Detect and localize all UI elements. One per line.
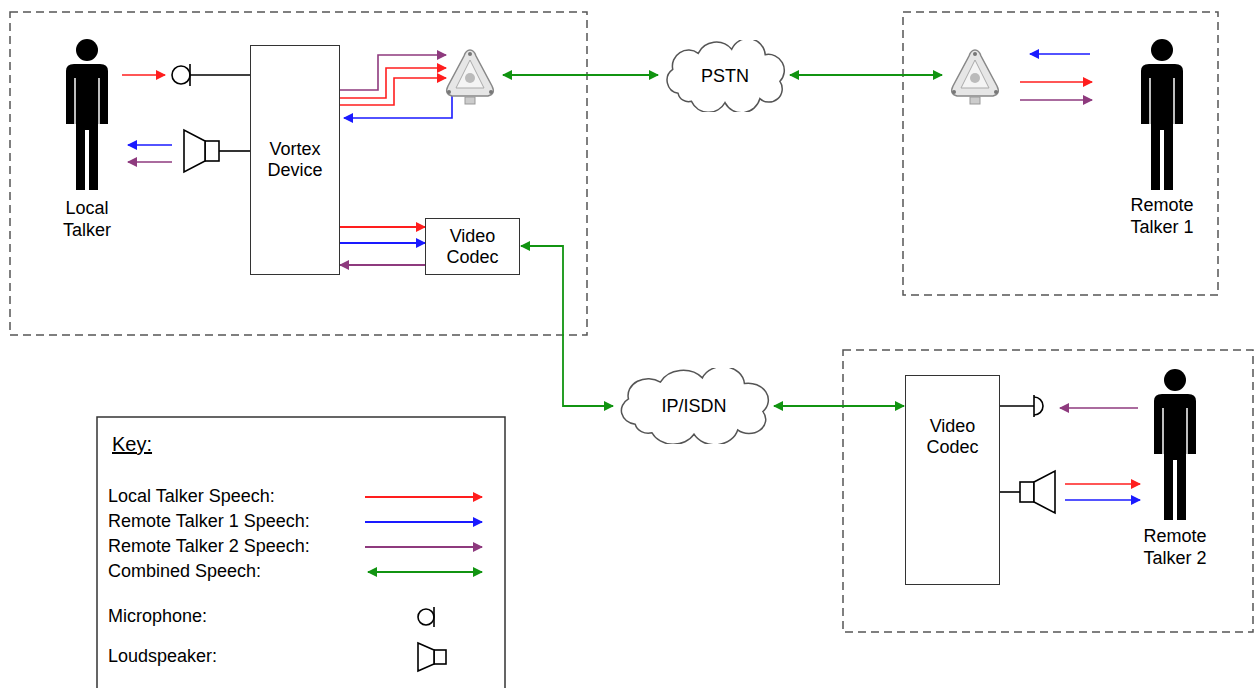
network-cloud: PSTN [658, 40, 792, 112]
loudspeaker-symbol [184, 130, 250, 172]
person-icon [1141, 39, 1183, 190]
signal-connector [340, 242, 425, 244]
signal-connector [340, 264, 425, 266]
legend-text: Local Talker Speech: [108, 486, 275, 508]
signal-connector [774, 405, 904, 407]
network-cloud: IP/ISDN [610, 368, 778, 444]
talker-label: Remote Talker 2 [1130, 526, 1220, 569]
person-icon [1154, 369, 1196, 520]
codec-box: Video Codec [425, 218, 520, 275]
legend-title: Key: [112, 432, 152, 456]
legend-text: Microphone: [108, 606, 207, 628]
node-text: Video Codec [912, 416, 993, 457]
microphone-symbol [172, 64, 250, 86]
signal-connector [521, 246, 613, 406]
device-box: Vortex Device [250, 45, 340, 275]
legend-text: Remote Talker 1 Speech: [108, 511, 310, 533]
talker-label: Remote Talker 1 [1117, 195, 1207, 238]
legend-text: Loudspeaker: [108, 646, 217, 668]
legend-sample [365, 497, 482, 572]
legend-text: Combined Speech: [108, 561, 261, 583]
signal-connector [340, 226, 425, 228]
legend-text: Remote Talker 2 Speech: [108, 536, 310, 558]
region-outline [10, 12, 1253, 632]
conference-phone [952, 50, 999, 104]
legend-sample [418, 607, 446, 671]
speech-arrows [1020, 54, 1092, 100]
talker-label: Local Talker [47, 198, 127, 241]
node-text: PSTN [701, 66, 749, 87]
person-icon [66, 39, 108, 190]
speech-arrows [1060, 408, 1140, 500]
node-text: Video Codec [432, 226, 513, 267]
codec-box: Video Codec [905, 375, 1000, 585]
loudspeaker-symbol [1000, 471, 1055, 513]
node-text: Vortex Device [257, 139, 333, 180]
legend-box [97, 417, 505, 688]
node-text: IP/ISDN [661, 396, 726, 417]
conference-phone [447, 50, 494, 104]
microphone-symbol [1000, 395, 1043, 417]
